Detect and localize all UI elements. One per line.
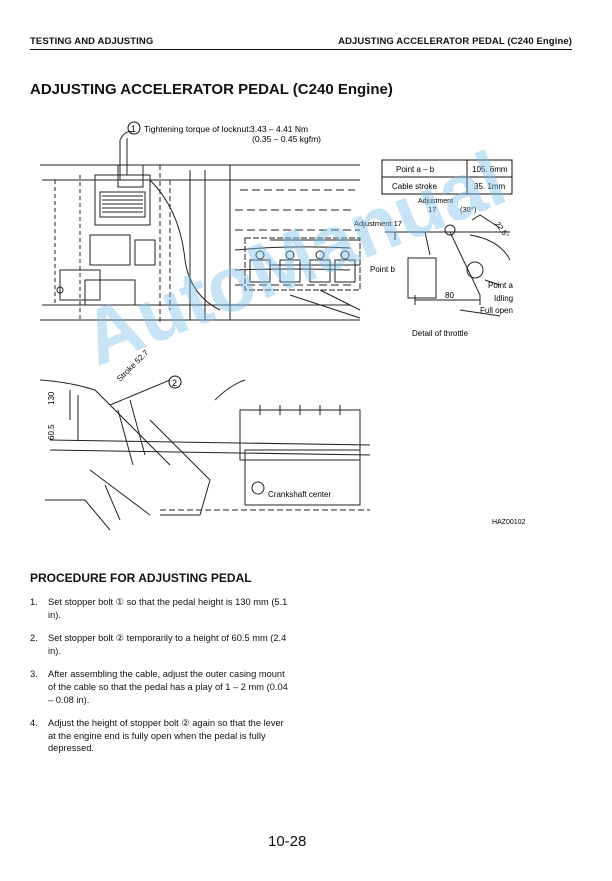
- detail-caption: Detail of throttle: [412, 329, 469, 338]
- cab-side-view: [39, 379, 371, 531]
- full-open-label: Full open: [480, 306, 513, 315]
- pedal-adjustment-diagram: 1 Tightening torque of locknut: 3.43 – 4…: [39, 121, 526, 531]
- header-section-title: TESTING AND ADJUSTING: [30, 36, 154, 47]
- torque-label: Tightening torque of locknut:: [144, 124, 251, 134]
- step-number: 4.: [30, 718, 38, 729]
- torque-value-kgfm: (0.35 – 0.45 kgfm): [252, 134, 321, 144]
- dimension-80: 80: [445, 291, 454, 300]
- adjustment-label: Adjustment: [418, 198, 453, 205]
- adjustment-17-label: Adjustment 17: [354, 219, 402, 228]
- list-item: 4. Adjust the height of stopper bolt ② a…: [30, 717, 290, 755]
- point-a-label: Point a: [488, 281, 513, 290]
- callout-1-number: 1: [131, 124, 136, 134]
- header-divider: [30, 49, 572, 50]
- point-b-label: Point b: [370, 265, 395, 274]
- angle-30-label: (30°): [460, 205, 477, 214]
- list-item: 2. Set stopper bolt ② temporarily to a h…: [30, 632, 290, 657]
- adjustment-value: 17: [428, 205, 436, 214]
- engine-cylinders-top: [244, 237, 361, 291]
- step-text: After assembling the cable, adjust the o…: [48, 669, 288, 705]
- step-text: Adjust the height of stopper bolt ② agai…: [48, 718, 284, 754]
- procedure-title: PROCEDURE FOR ADJUSTING PEDAL: [30, 571, 252, 585]
- angle-22-5-label: 22.5°: [493, 220, 510, 240]
- step-number: 3.: [30, 669, 38, 680]
- page-title: ADJUSTING ACCELERATOR PEDAL (C240 Engine…: [30, 81, 393, 98]
- bolt-height-60-5: 60.5: [47, 424, 56, 440]
- procedure-steps: 1. Set stopper bolt ① so that the pedal …: [30, 596, 290, 766]
- stroke-spec-table: [381, 159, 513, 195]
- list-item: 1. Set stopper bolt ① so that the pedal …: [30, 596, 290, 621]
- table-row-2-label: Cable stroke: [392, 182, 437, 191]
- figure-code: HAZ00102: [492, 519, 526, 526]
- throttle-detail: [385, 214, 511, 317]
- step-text: Set stopper bolt ① so that the pedal hei…: [48, 597, 288, 620]
- table-row-1-value: 105. 6mm: [472, 165, 508, 174]
- stroke-dimension: Stroke 52.7: [115, 348, 151, 384]
- page-number: 10-28: [268, 833, 307, 850]
- crankshaft-center-label: Crankshaft center: [268, 490, 331, 499]
- callout-2-number: 2: [172, 378, 177, 388]
- step-number: 1.: [30, 597, 38, 607]
- pedal-height-130: 130: [47, 391, 56, 405]
- table-row-1-label: Point a – b: [396, 165, 435, 174]
- idling-label: Idling: [494, 294, 513, 303]
- torque-value-nm: 3.43 – 4.41 Nm: [250, 124, 308, 134]
- step-text: Set stopper bolt ② temporarily to a heig…: [48, 633, 287, 656]
- engine-top-view: [40, 131, 361, 325]
- step-number: 2.: [30, 633, 38, 644]
- table-row-2-value: 35. 1mm: [474, 182, 505, 191]
- list-item: 3. After assembling the cable, adjust th…: [30, 668, 290, 706]
- header-page-topic: ADJUSTING ACCELERATOR PEDAL (C240 Engine…: [338, 36, 572, 47]
